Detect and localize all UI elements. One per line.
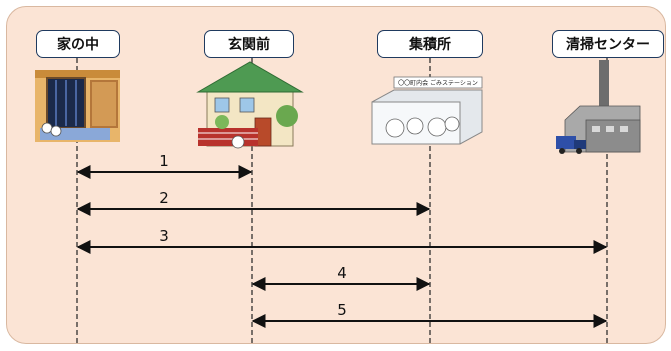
home-interior-illustration xyxy=(35,70,120,142)
route-label-1: 1 xyxy=(159,152,169,170)
label-center: 清掃センター xyxy=(552,30,664,58)
label-entrance: 玄関前 xyxy=(204,30,294,58)
station-sign: 〇〇町内会 ごみステーション xyxy=(398,79,478,87)
route-label-3: 3 xyxy=(159,227,169,245)
route-label-4: 4 xyxy=(337,264,347,282)
label-home: 家の中 xyxy=(36,30,120,58)
cleaning-center-illustration xyxy=(556,60,641,154)
label-collection: 集積所 xyxy=(377,30,483,58)
garbage-station-illustration: 〇〇町内会 ごみステーション xyxy=(371,76,483,145)
house-front-illustration xyxy=(196,61,304,149)
route-label-2: 2 xyxy=(159,189,169,207)
route-label-5: 5 xyxy=(337,301,347,319)
